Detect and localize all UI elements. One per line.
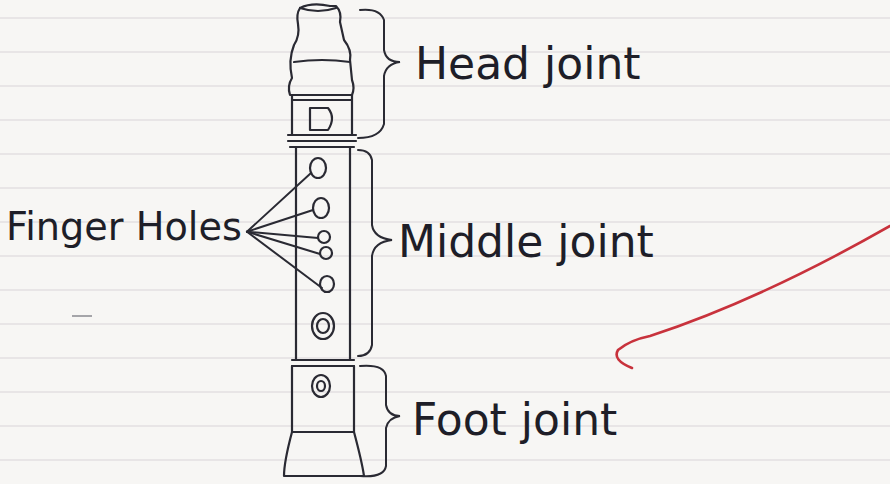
recorder-outline — [284, 4, 364, 476]
red-check-mark — [617, 226, 890, 368]
leader-line — [247, 232, 322, 288]
part-label: Foot joint — [412, 398, 617, 442]
leader-line — [247, 173, 311, 232]
ruled-lines — [0, 18, 890, 460]
part-label: Middle joint — [398, 220, 654, 264]
leader-line — [247, 232, 320, 254]
leader-line — [247, 210, 313, 232]
part-label: Head joint — [415, 42, 641, 86]
head-bracket — [358, 10, 400, 138]
joint-brackets — [358, 10, 400, 477]
pen-mark — [72, 315, 92, 317]
foot-bracket — [360, 366, 400, 477]
callout-label: Finger Holes — [6, 208, 242, 246]
middle-bracket — [358, 150, 392, 356]
